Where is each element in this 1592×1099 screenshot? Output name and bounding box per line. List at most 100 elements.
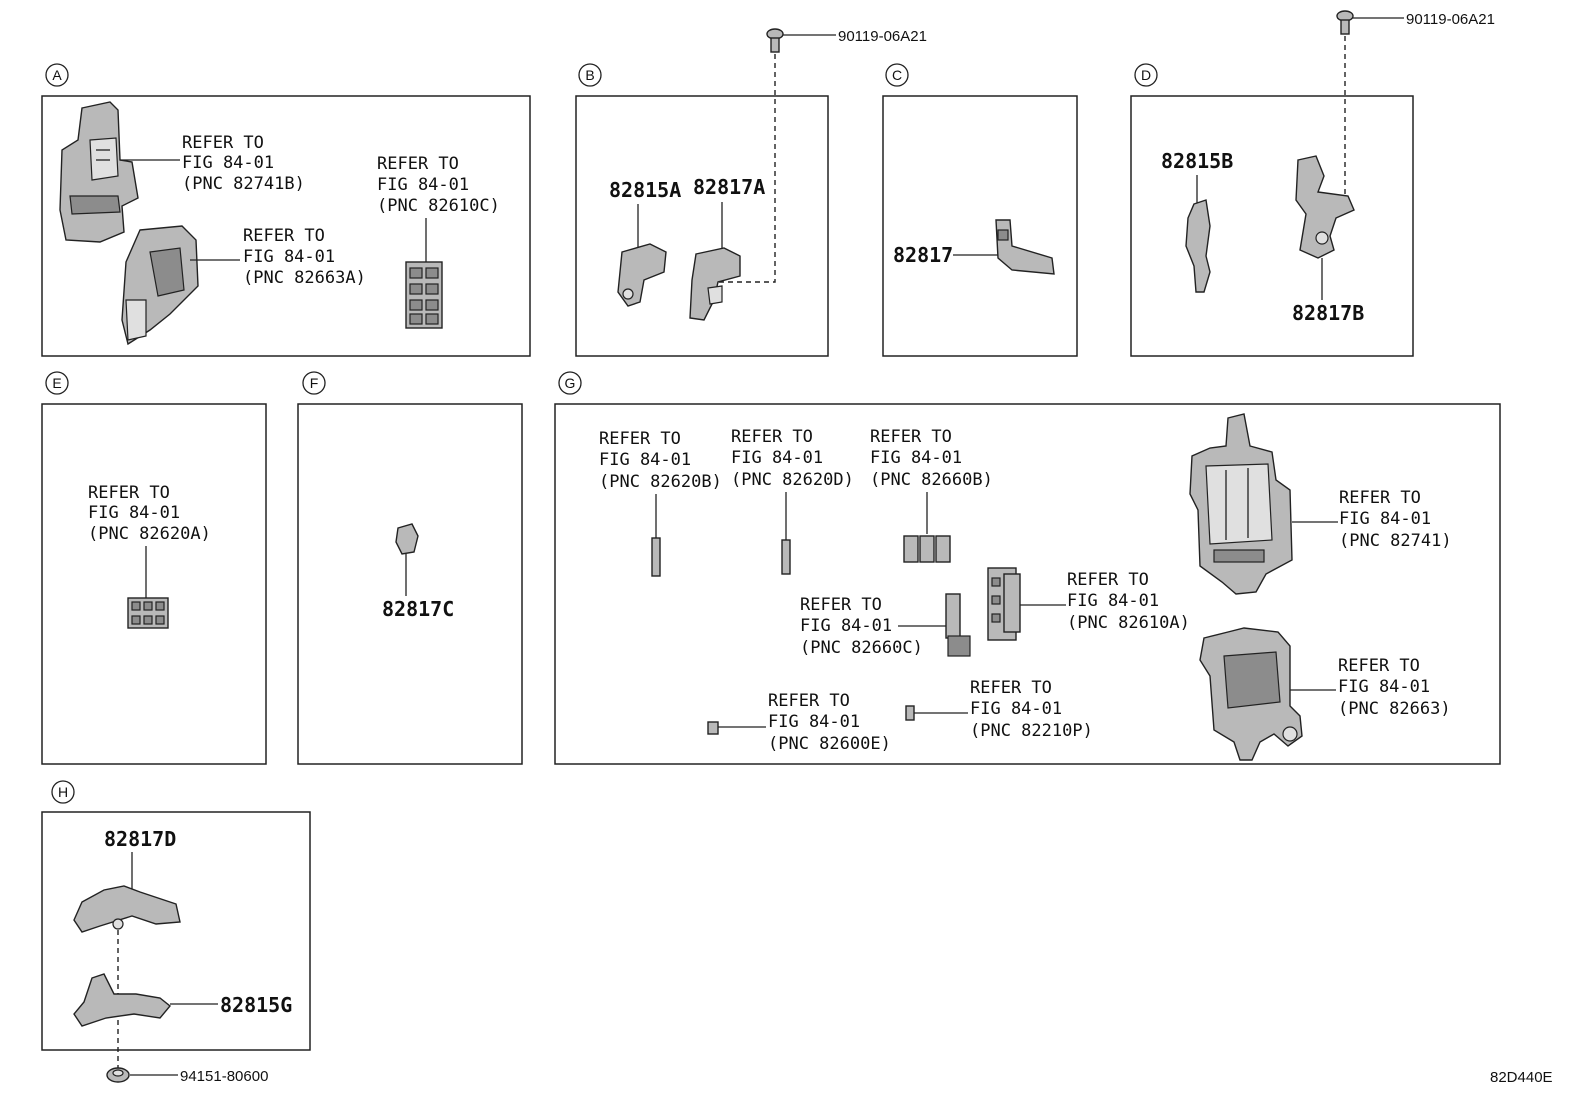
g-r5-line2: FIG 84-01 xyxy=(800,616,892,636)
g-r6-line1: REFER TO xyxy=(1067,570,1149,590)
g-r2-line1: REFER TO xyxy=(731,427,813,447)
g-r2-line3: (PNC 82620D) xyxy=(731,470,854,490)
a-ref3-line3: (PNC 82610C) xyxy=(377,196,500,216)
g-r7-line3: (PNC 82663) xyxy=(1338,699,1451,719)
g-r3-line3: (PNC 82660B) xyxy=(870,470,993,490)
b-part-82817a: 82817A xyxy=(693,175,765,199)
fuse-82620d-illustration xyxy=(781,539,791,575)
bracket-82817-illustration xyxy=(995,219,1055,275)
g-r5-line1: REFER TO xyxy=(800,595,882,615)
bracket-82815a-illustration xyxy=(617,243,667,307)
section-g: G REFER TO FIG 84-01 (PNC 82620B) REFER … xyxy=(554,371,1501,765)
clip-82817c-illustration xyxy=(395,523,419,555)
d-part-82815b: 82815B xyxy=(1161,149,1233,173)
b-part-82815a: 82815A xyxy=(609,178,681,202)
a-ref3-line1: REFER TO xyxy=(377,154,459,174)
g-r1-line2: FIG 84-01 xyxy=(599,450,691,470)
c-part-82817: 82817 xyxy=(893,243,953,267)
section-d-box xyxy=(1130,95,1414,357)
section-c-letter: C xyxy=(892,67,902,83)
a-ref3-line2: FIG 84-01 xyxy=(377,175,469,195)
section-d: D 90119-06A21 82815B 82817B xyxy=(1130,10,1495,357)
section-a: A REFER TO FIG 84-01 (PNC 82741B) REFER … xyxy=(41,63,531,357)
section-h-letter: H xyxy=(58,784,68,800)
relay-82741-illustration xyxy=(1189,413,1293,595)
bracket-82817b-illustration xyxy=(1295,155,1355,259)
g-r5-line3: (PNC 82660C) xyxy=(800,638,923,658)
g-r6-line3: (PNC 82610A) xyxy=(1067,613,1190,633)
bolt-90119-illustration-b xyxy=(766,28,784,53)
g-r8-line3: (PNC 82600E) xyxy=(768,734,891,754)
section-b: B 90119-06A21 82815A 82817A xyxy=(575,28,927,357)
relay-82663-illustration xyxy=(1199,627,1303,761)
f-part-82817c: 82817C xyxy=(382,597,454,621)
section-b-letter: B xyxy=(585,67,594,83)
g-r3-line1: REFER TO xyxy=(870,427,952,447)
section-a-letter: A xyxy=(52,67,62,83)
section-e: E REFER TO FIG 84-01 (PNC 82620A) xyxy=(41,371,267,765)
e-ref1-line2: FIG 84-01 xyxy=(88,503,180,523)
section-h: H 82817D 82815G 94151-80600 xyxy=(41,780,311,1085)
b-bolt-code: 90119-06A21 xyxy=(838,28,927,45)
bracket-82817d-illustration xyxy=(73,885,181,933)
fuse-block-82610a-illustration xyxy=(987,567,1021,641)
g-r9-line1: REFER TO xyxy=(970,678,1052,698)
e-ref1-line3: (PNC 82620A) xyxy=(88,524,211,544)
fuse-block-82610c-illustration xyxy=(405,261,443,329)
g-r6-line2: FIG 84-01 xyxy=(1067,591,1159,611)
g-r8-line1: REFER TO xyxy=(768,691,850,711)
g-r1-line3: (PNC 82620B) xyxy=(599,472,722,492)
fuse-82620b-illustration xyxy=(651,537,661,577)
section-g-box xyxy=(554,403,1501,765)
section-g-letter: G xyxy=(565,375,576,391)
a-ref2-line2: FIG 84-01 xyxy=(243,247,335,267)
relay-82660c-illustration xyxy=(945,593,971,657)
g-r3-line2: FIG 84-01 xyxy=(870,448,962,468)
relay-82663a-illustration xyxy=(121,225,199,346)
bolt-90119-illustration-d xyxy=(1336,10,1354,35)
g-r4-line3: (PNC 82741) xyxy=(1339,531,1452,551)
g-r1-line1: REFER TO xyxy=(599,429,681,449)
section-d-letter: D xyxy=(1141,67,1151,83)
diagram-code: 82D440E xyxy=(1490,1069,1553,1086)
section-c: C 82817 xyxy=(882,63,1078,357)
section-h-box xyxy=(41,811,311,1051)
fuse-block-82620a-illustration xyxy=(127,597,169,629)
h-part-82817d: 82817D xyxy=(104,827,176,851)
section-e-letter: E xyxy=(52,375,61,391)
section-b-box xyxy=(575,95,829,357)
g-r2-line2: FIG 84-01 xyxy=(731,448,823,468)
d-part-82817b: 82817B xyxy=(1292,301,1364,325)
section-f: F 82817C xyxy=(297,371,523,765)
section-a-box xyxy=(41,95,531,357)
section-f-letter: F xyxy=(310,375,319,391)
clip-94151-illustration xyxy=(106,1067,130,1083)
g-r8-line2: FIG 84-01 xyxy=(768,712,860,732)
a-ref2-line3: (PNC 82663A) xyxy=(243,268,366,288)
g-r7-line1: REFER TO xyxy=(1338,656,1420,676)
h-clip-code: 94151-80600 xyxy=(180,1068,268,1085)
section-c-box xyxy=(882,95,1078,357)
h-part-82815g: 82815G xyxy=(220,993,292,1017)
fuse-82660b-illustration xyxy=(903,535,951,563)
a-ref1-line3: (PNC 82741B) xyxy=(182,174,305,194)
bracket-82817a-illustration xyxy=(689,247,741,321)
a-ref1-line2: FIG 84-01 xyxy=(182,153,274,173)
bracket-82815b-illustration xyxy=(1185,199,1211,293)
g-r4-line2: FIG 84-01 xyxy=(1339,509,1431,529)
relay-82741b-illustration xyxy=(59,101,139,243)
g-r4-line1: REFER TO xyxy=(1339,488,1421,508)
e-ref1-line1: REFER TO xyxy=(88,483,170,503)
section-e-box xyxy=(41,403,267,765)
a-ref2-line1: REFER TO xyxy=(243,226,325,246)
fuse-82600e-illustration xyxy=(707,721,719,735)
g-r9-line3: (PNC 82210P) xyxy=(970,721,1093,741)
g-r7-line2: FIG 84-01 xyxy=(1338,677,1430,697)
a-ref1-line1: REFER TO xyxy=(182,133,264,153)
fuse-82210p-illustration xyxy=(905,705,915,721)
d-bolt-code: 90119-06A21 xyxy=(1406,11,1495,28)
bracket-82815g-illustration xyxy=(73,973,171,1027)
g-r9-line2: FIG 84-01 xyxy=(970,699,1062,719)
section-f-box xyxy=(297,403,523,765)
